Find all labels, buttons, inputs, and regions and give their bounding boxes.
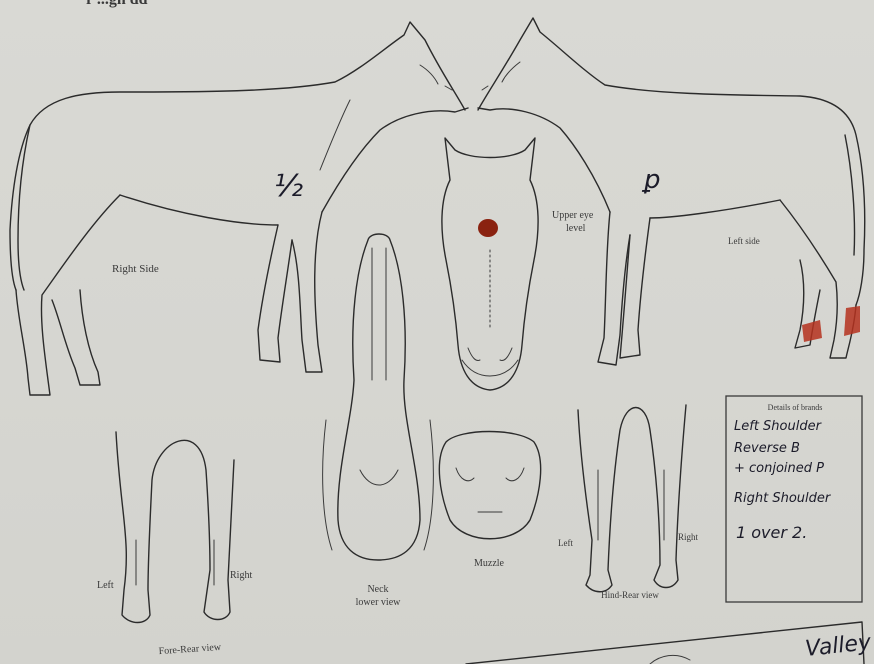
left-side-horse-outline xyxy=(478,18,865,365)
left-fore-leg-red-marking xyxy=(802,320,822,342)
hind-rear-right-label: Right xyxy=(678,532,699,542)
details-of-brands-title: Details of brands xyxy=(768,403,823,412)
neck-lower-view-outline xyxy=(323,234,434,560)
left-side-label: Left side xyxy=(728,236,760,246)
right-side-horse-outline xyxy=(10,22,468,395)
muzzle-outline xyxy=(439,432,540,539)
front-head-outline xyxy=(442,138,538,390)
hind-rear-view-label: Hind-Rear view xyxy=(601,590,659,600)
brand-line-3: + conjoined P xyxy=(734,461,824,476)
details-of-brands-box: Details of brands Left Shoulder Reverse … xyxy=(726,396,862,602)
footer-handwriting: Valley xyxy=(804,630,873,662)
fore-rear-view-label: Fore-Rear view xyxy=(158,642,222,657)
brand-line-1: Left Shoulder xyxy=(734,419,823,434)
brand-line-4: Right Shoulder xyxy=(734,491,832,506)
footer-handwriting-stroke xyxy=(650,655,690,664)
left-hind-leg-red-marking xyxy=(844,306,860,336)
hind-rear-left-label: Left xyxy=(558,538,573,548)
left-shoulder-brand-mark: ꝑ xyxy=(641,165,661,195)
face-star-marking xyxy=(478,219,498,237)
hind-rear-view-outline xyxy=(578,405,686,592)
header-title-fragment: r ...gn dd xyxy=(86,0,148,8)
fore-rear-left-label: Left xyxy=(97,580,114,591)
fore-rear-right-label: Right xyxy=(230,570,252,581)
muzzle-label: Muzzle xyxy=(474,558,505,569)
brand-line-2: Reverse B xyxy=(734,441,800,456)
right-side-label: Right Side xyxy=(112,263,159,275)
right-shoulder-brand-mark: ½ xyxy=(274,169,303,204)
brand-line-5: 1 over 2. xyxy=(736,523,807,542)
fore-rear-view-outline xyxy=(116,432,234,623)
